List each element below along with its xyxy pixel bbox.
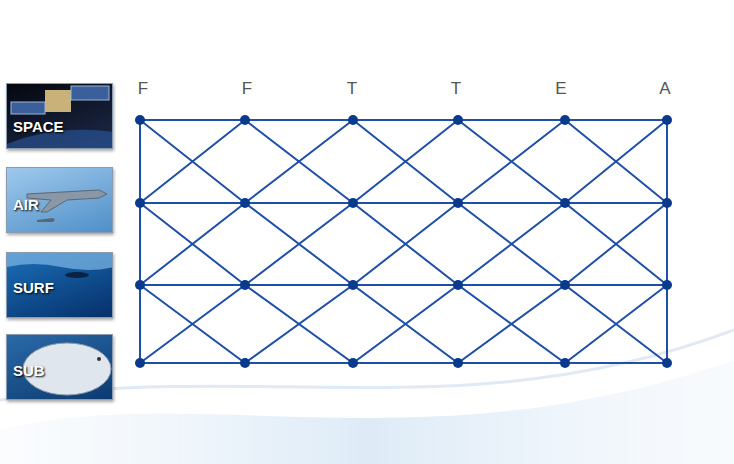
grid-line: [140, 203, 667, 285]
grid-dot: [453, 115, 463, 125]
satellite-body: [45, 90, 71, 112]
grid-dot: [240, 358, 250, 368]
grid-dot: [348, 358, 358, 368]
grid-dot: [662, 358, 672, 368]
grid-line: [140, 285, 667, 363]
hull-port: [97, 357, 101, 361]
space-illustration: [7, 84, 113, 149]
column-letter: E: [555, 79, 566, 99]
column-letter: F: [138, 79, 148, 99]
domain-name: SPACE: [13, 118, 64, 135]
domain-name: SUB: [13, 362, 45, 379]
grid-line: [140, 120, 667, 363]
column-letter: T: [451, 79, 461, 99]
column-letter: F: [242, 79, 252, 99]
grid-dot: [560, 115, 570, 125]
grid-line: [140, 120, 667, 203]
grid-dot: [662, 198, 672, 208]
column-letter: A: [659, 79, 670, 99]
domain-name: AIR: [13, 196, 39, 213]
domain-tile: SURF: [6, 252, 113, 318]
grid-dot: [240, 115, 250, 125]
grid-dot: [135, 115, 145, 125]
grid-dot: [348, 280, 358, 290]
grid-dot: [135, 358, 145, 368]
grid-dot: [560, 280, 570, 290]
grid-dots: [135, 115, 672, 368]
drone-silhouette: [37, 218, 55, 222]
grid-dot: [348, 115, 358, 125]
grid-dot: [560, 198, 570, 208]
grid-dot: [240, 198, 250, 208]
domain-tile: AIR: [6, 167, 113, 233]
grid-lines: [140, 120, 667, 363]
solar-panel: [11, 102, 45, 114]
grid-dot: [135, 280, 145, 290]
jet-silhouette: [27, 190, 107, 212]
water-surface: [7, 253, 113, 270]
grid-dot: [560, 358, 570, 368]
grid-dot: [453, 358, 463, 368]
swoosh-line: [0, 330, 734, 400]
domain-name: SURF: [13, 279, 54, 296]
domain-tile: SPACE: [6, 83, 113, 149]
grid-dot: [662, 280, 672, 290]
grid-dot: [662, 115, 672, 125]
grid-dot: [453, 198, 463, 208]
domain-tile: SUB: [6, 334, 113, 400]
grid-dot: [240, 280, 250, 290]
grid-dot: [348, 198, 358, 208]
column-letter: T: [347, 79, 357, 99]
grid-dot: [135, 198, 145, 208]
vehicle-silhouette: [65, 272, 89, 278]
grid-dot: [453, 280, 463, 290]
solar-panel: [71, 86, 109, 100]
